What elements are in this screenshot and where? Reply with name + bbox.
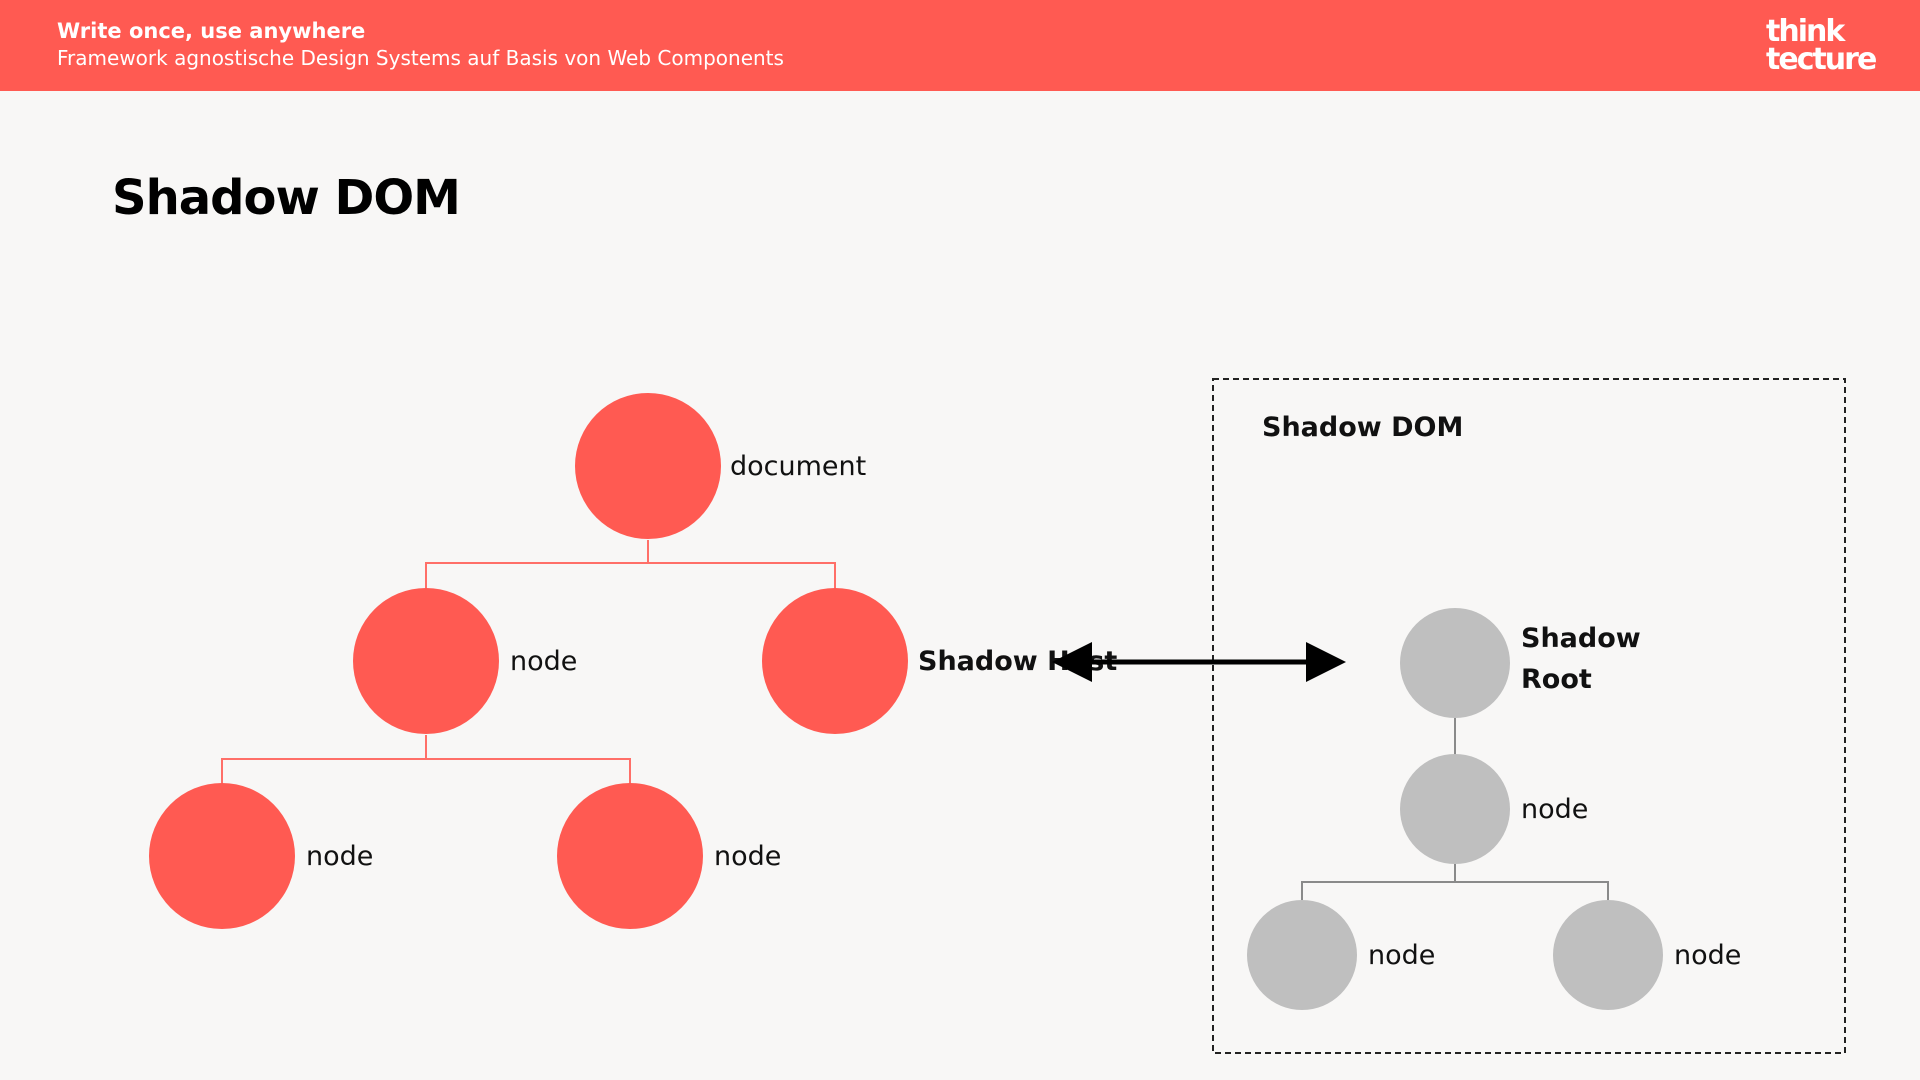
shadow-tree-connectors (1301, 718, 1609, 900)
shadow-tree-leaf-left (1247, 900, 1357, 1010)
connector-node-shadow-leaf-left (1301, 864, 1456, 900)
node-label: node (510, 646, 577, 677)
header-title: Write once, use anywhere (57, 19, 366, 43)
dom-tree-connectors (221, 540, 836, 785)
shadow-dom-box-title: Shadow DOM (1262, 412, 1463, 443)
header-bar: Write once, use anywhere Framework agnos… (0, 0, 1920, 91)
logo-line-tecture: tecture (1766, 42, 1877, 77)
connector-node-leaf-right (426, 758, 631, 785)
document-label: document (730, 451, 866, 482)
shadow-root-label-line2: Root (1521, 664, 1592, 695)
shadow-root-label-line1: Shadow (1521, 623, 1641, 654)
connector-document-node (425, 540, 649, 590)
leaf-right-label: node (714, 841, 781, 872)
connector-node-shadow-leaf-right (1455, 881, 1609, 900)
tree-node-left (353, 588, 499, 734)
leaf-left-label: node (306, 841, 373, 872)
connector-document-shadow-host (648, 562, 836, 590)
tree-leaf-left (149, 783, 295, 929)
document-node (575, 393, 721, 539)
shadow-dom-boundary (1212, 378, 1846, 1054)
thinktecture-logo: think tecture (1766, 14, 1886, 77)
shadow-host-node (762, 588, 908, 734)
shadow-leaf-left-label: node (1368, 940, 1435, 971)
logo-line-think: think (1766, 14, 1845, 49)
connector-node-leaf-left (221, 735, 427, 785)
slide-title: Shadow DOM (112, 170, 461, 226)
shadow-tree-leaf-right (1553, 900, 1663, 1010)
shadow-root-node (1400, 608, 1510, 718)
header-subtitle: Framework agnostische Design Systems auf… (57, 46, 784, 70)
shadow-node-label: node (1521, 794, 1588, 825)
tree-leaf-right (557, 783, 703, 929)
shadow-leaf-right-label: node (1674, 940, 1741, 971)
shadow-tree-node (1400, 754, 1510, 864)
